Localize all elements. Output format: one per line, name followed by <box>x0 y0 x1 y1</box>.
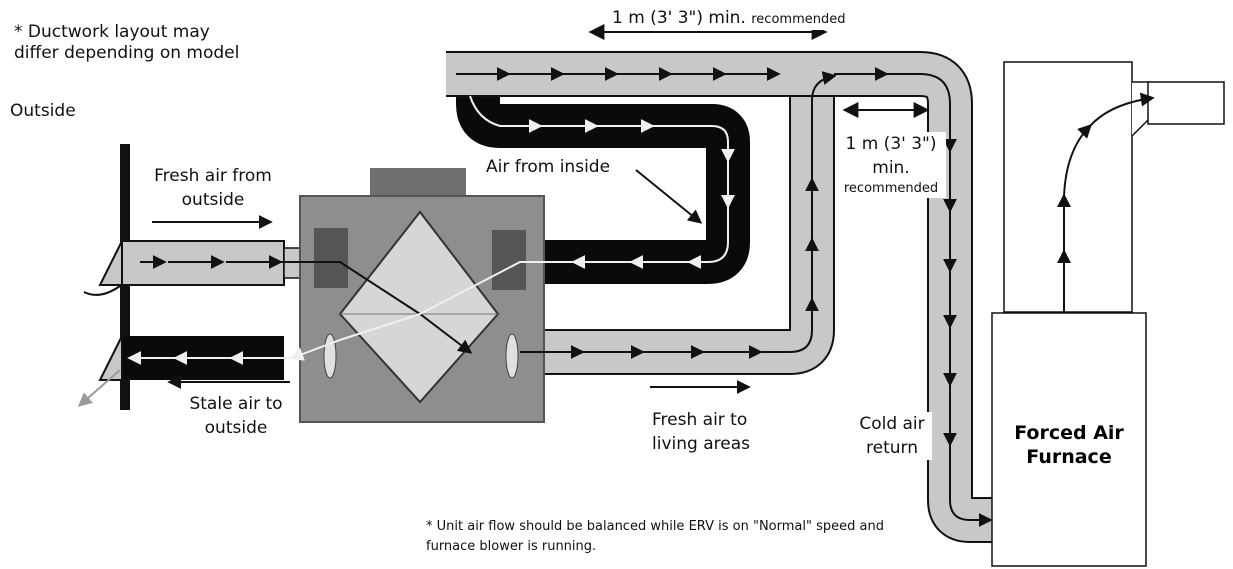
forced-air-furnace <box>991 312 1147 567</box>
top-dimension-label: 1 m (3' 3") min. recommended <box>612 6 846 30</box>
fresh-air-from-outside-label: Fresh air from outside <box>138 164 288 212</box>
inside-air-pointer <box>635 169 703 224</box>
stale-air-line2: outside <box>204 418 268 438</box>
top-dimension-main: 1 m (3' 3") min. <box>612 8 746 28</box>
balance-note-line1: * Unit air flow should be balanced while… <box>426 519 884 534</box>
outside-label: Outside <box>10 101 76 121</box>
erv-unit <box>299 168 545 423</box>
cold-air-return-label: Cold air return <box>852 412 932 460</box>
furnace-plenum <box>1003 61 1225 313</box>
air-from-inside-label: Air from inside <box>486 157 611 177</box>
top-dimension-rec: recommended <box>751 12 846 27</box>
stale-air-line1: Stale air to <box>189 394 283 414</box>
fresh-intake-in-arrow <box>83 285 121 296</box>
side-dimension-min: min. <box>872 158 910 178</box>
furnace-line2: Furnace <box>1026 446 1112 468</box>
furnace-supply-flow <box>1057 92 1155 312</box>
fresh-intake-flow <box>140 255 473 354</box>
side-dimension-main: 1 m (3' 3") <box>845 134 937 154</box>
fresh-air-to-line1: Fresh air to <box>652 410 748 430</box>
ductwork-note-line2: differ depending on model <box>14 43 240 63</box>
cold-air-line1: Cold air <box>859 414 925 434</box>
fresh-air-to-living-areas-label: Fresh air to living areas <box>652 408 750 456</box>
side-dimension-label: 1 m (3' 3") min. recommended <box>836 132 946 198</box>
cold-return-flow <box>456 67 993 527</box>
side-dimension-rec: recommended <box>843 181 939 196</box>
fresh-air-from-line2: outside <box>181 190 245 210</box>
furnace-line1: Forced Air <box>1014 422 1124 444</box>
inside-air-flow <box>289 95 735 361</box>
fresh-supply-flow <box>520 71 837 359</box>
cold-air-line2: return <box>866 438 918 458</box>
balance-note-line2: furnace blower is running. <box>426 539 597 554</box>
fresh-air-from-line1: Fresh air from <box>154 166 272 186</box>
stale-air-to-outside-label: Stale air to outside <box>176 392 296 440</box>
ductwork-note-line1: * Ductwork layout may <box>14 22 210 42</box>
fresh-air-to-line2: living areas <box>652 434 750 454</box>
stale-exhaust-out-arrow <box>77 369 121 407</box>
furnace-label: Forced Air Furnace <box>994 421 1144 469</box>
